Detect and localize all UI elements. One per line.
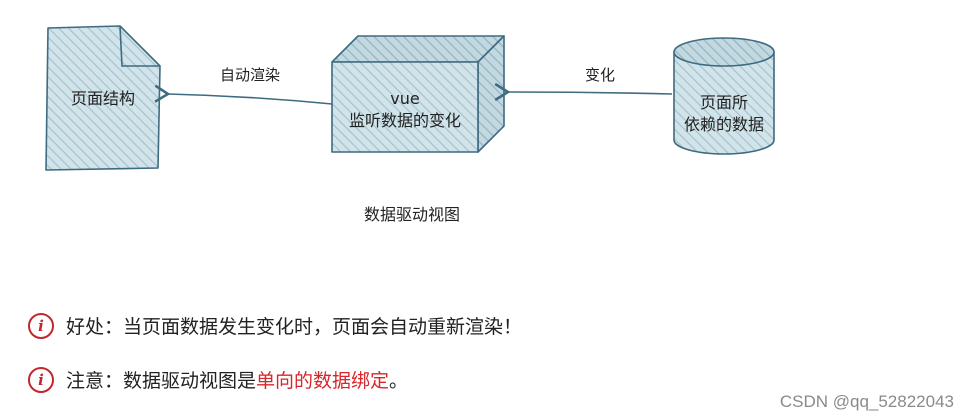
caution-note-prefix: 注意：数据驱动视图是 [66,370,257,392]
diagram-caption: 数据驱动视图 [364,205,460,224]
caution-note: i 注意：数据驱动视图是单向的数据绑定。 [28,366,408,393]
render-arrow: 自动渲染 [154,66,333,105]
benefit-note-text: 好处：当页面数据发生变化时，页面会自动重新渲染！ [66,316,523,338]
csdn-watermark: CSDN @qq_52822043 [779,392,954,411]
change-arrow-label: 变化 [585,66,615,84]
data-cylinder-shape: 页面所 依赖的数据 [673,37,775,155]
info-icon: i [28,366,54,393]
info-icon: i [28,312,54,339]
change-arrow: 变化 [494,66,673,102]
page-structure-shape: 页面结构 [45,25,161,171]
data-driven-view-diagram: 页面结构 自动渲染 vue 监听数据的变化 变化 页面所 依赖的数据 数据驱动视… [45,25,775,224]
benefit-note: i 好处：当页面数据发生变化时，页面会自动重新渲染！ [28,312,522,339]
page-structure-label: 页面结构 [71,89,135,108]
caution-note-suffix: 。 [389,370,409,392]
data-cylinder-line1: 页面所 [700,93,748,112]
data-cylinder-line2: 依赖的数据 [684,115,764,134]
caution-note-highlight: 单向的数据绑定 [256,370,390,392]
vue-box-subtitle: 监听数据的变化 [349,111,461,130]
vue-box-shape: vue 监听数据的变化 [331,35,505,153]
render-arrow-label: 自动渲染 [220,66,280,84]
vue-box-title: vue [390,89,419,108]
